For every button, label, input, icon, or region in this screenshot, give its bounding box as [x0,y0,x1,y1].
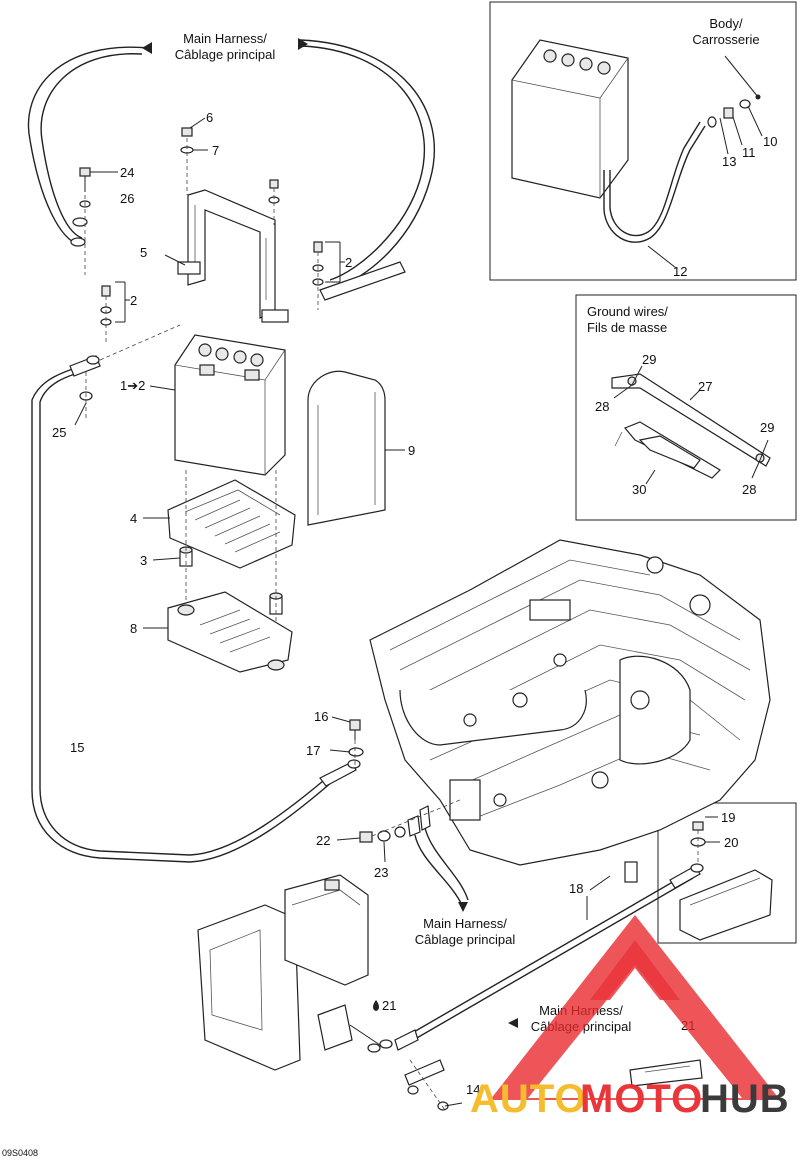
callout-22: 22 [316,833,330,848]
callout-12: 12 [673,264,687,279]
callout-4: 4 [130,511,137,526]
callout-29b: 29 [760,420,774,435]
harness-label-mid: Main Harness/ Câblage principal [415,916,516,947]
callout-8: 8 [130,621,137,636]
inset-box-ground-wires [575,294,797,521]
callout-20: 20 [724,835,738,850]
hardware-22-23 [359,799,469,906]
starter-motor [624,821,773,941]
body-label: Body/ Carrosserie [692,16,759,47]
watermark-text-hub: HUB [700,1077,790,1121]
callout-28a: 28 [595,399,609,414]
drawing-code: 09S0408 [2,1148,38,1158]
callout-17: 17 [306,743,320,758]
watermark-text-auto: AUTO [470,1077,587,1121]
battery [174,334,286,476]
watermark-text-moto: MOTO [580,1077,703,1121]
callout-9: 9 [408,443,415,458]
callout-11: 11 [742,145,756,160]
ground-wires-label: Ground wires/ Fils de masse [587,304,668,335]
callout-2a: 2 [345,255,352,270]
callout-30: 30 [632,482,646,497]
bottom-hardware [367,1029,703,1111]
callout-25: 25 [52,425,66,440]
harness-label-mid-line1: Main Harness/ [423,916,507,931]
body-label-line1: Body/ [709,16,743,31]
callout-29a: 29 [642,352,656,367]
callout-26: 26 [120,191,134,206]
callout-21a: 21 [382,998,396,1013]
callout-23: 23 [374,865,388,880]
inset-ground-wires [611,373,771,479]
body-label-line2: Carrosserie [692,32,759,47]
bracket-hardware-right [268,179,406,310]
engine-block [369,539,771,866]
callout-14: 14 [466,1082,480,1097]
callout-28b: 28 [742,482,756,497]
inset-box-starter [657,802,797,944]
electrical-box [197,874,381,1071]
callout-numbers: 1➔2 2 2 3 4 5 6 7 8 9 10 11 12 13 14 15 … [2,110,777,1158]
starter-cable-18 [399,863,704,1047]
harness-label-top-line2: Câblage principal [175,47,276,62]
callout-5: 5 [140,245,147,260]
battery-tray [167,479,296,569]
callout-18: 18 [569,881,583,896]
inset-body-battery [511,39,761,243]
callout-16: 16 [314,709,328,724]
battery-bracket [177,189,289,323]
ground-wires-label-line1: Ground wires/ [587,304,668,319]
battery-pad [307,370,386,526]
harness-loop-top [27,38,435,289]
ground-wires-label-line2: Fils de masse [587,320,667,335]
callout-19: 19 [721,810,735,825]
callout-2b: 2 [130,293,137,308]
bolt-16-17 [348,719,364,765]
callout-13: 13 [722,154,736,169]
callout-6: 6 [206,110,213,125]
base-plate [167,591,293,673]
callout-10: 10 [763,134,777,149]
callout-15: 15 [70,740,84,755]
leader-lines [74,105,769,1107]
battery-cable-15 [31,324,361,863]
nut-washer-6-7 [180,127,194,195]
inset-box-body-ground [489,1,797,281]
callout-7: 7 [212,143,219,158]
callout-1: 1➔2 [120,378,145,393]
dropper-icon [373,1000,379,1011]
watermark-logo: AUTO MOTO HUB [470,915,790,1121]
watermark-triangle [490,915,780,1100]
callout-24: 24 [120,165,134,180]
harness-label-top: Main Harness/ Câblage principal [175,31,276,62]
callout-3: 3 [140,553,147,568]
harness-label-top-line1: Main Harness/ [183,31,267,46]
left-hardware [70,167,112,420]
callout-27: 27 [698,379,712,394]
harness-label-mid-line2: Câblage principal [415,932,516,947]
